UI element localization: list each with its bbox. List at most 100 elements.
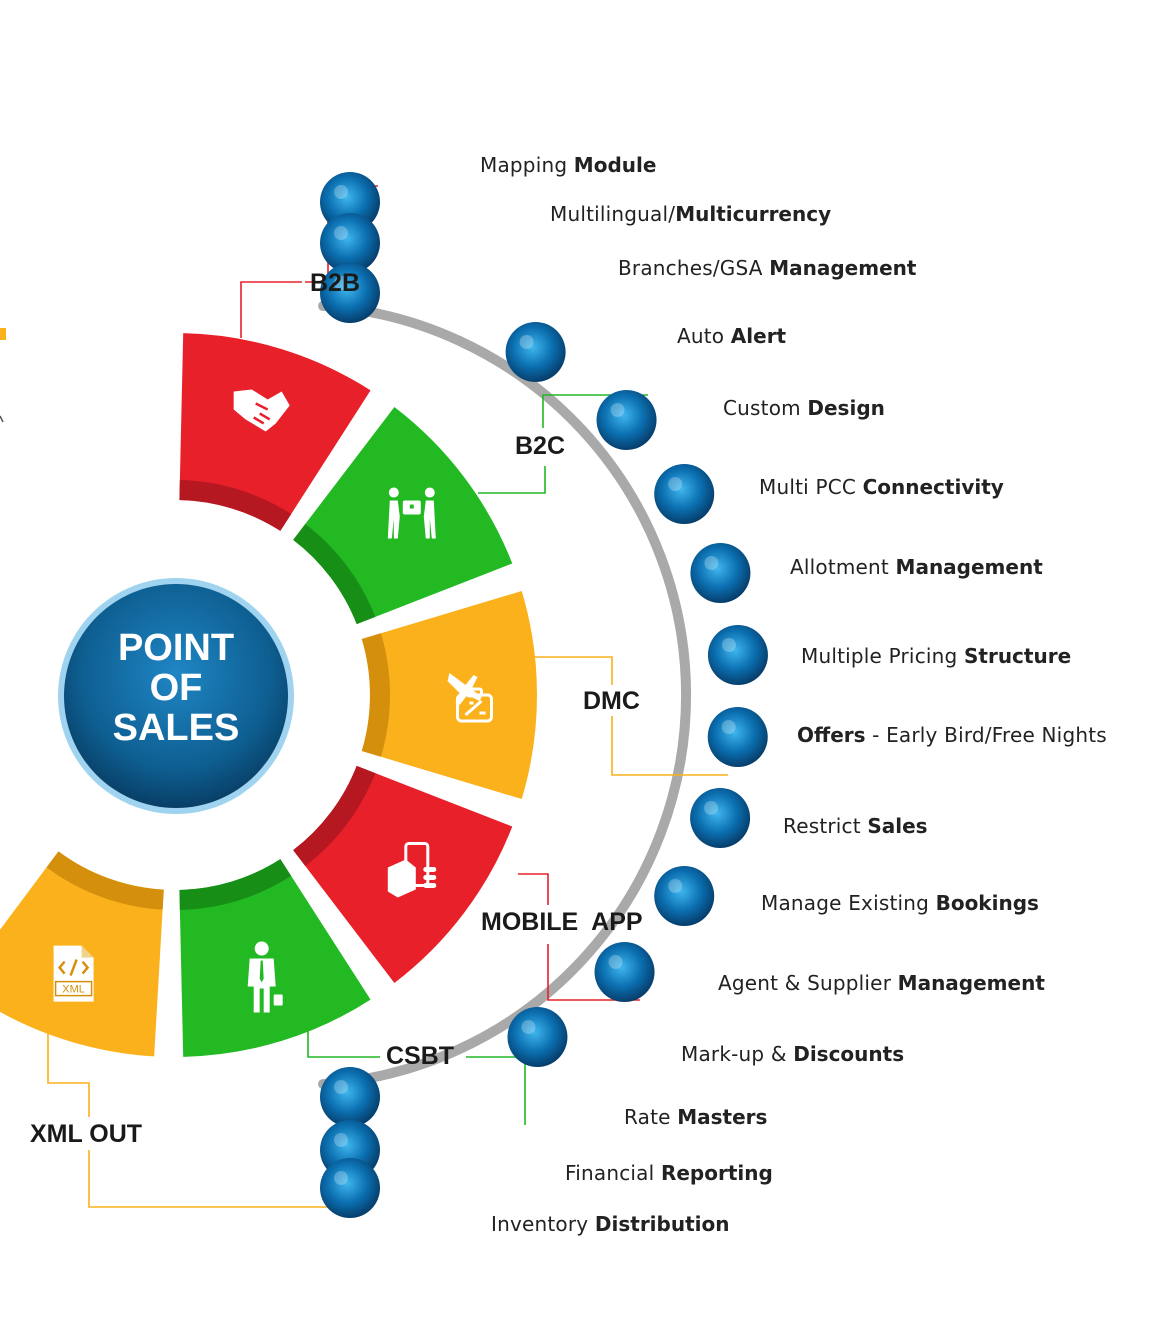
feature-node-highlight (334, 1133, 348, 1147)
feature-node-highlight (721, 638, 736, 652)
center-title-line-2: OF (149, 667, 203, 709)
feature-node (596, 390, 657, 450)
connector-csbt-segment (307, 1030, 380, 1058)
feature-node (707, 625, 768, 685)
feature-node-highlight (668, 879, 683, 893)
feature-node (320, 1067, 380, 1127)
feature-node-highlight (334, 185, 348, 199)
connector-dmc-segment (534, 656, 613, 685)
segment-dmc-inner-band (361, 633, 390, 757)
edge-tick-mark (0, 415, 4, 423)
segment-label-xml-out: XML OUT (30, 1120, 143, 1148)
feature-node-highlight (704, 801, 719, 815)
feature-node-ball (690, 788, 751, 848)
feature-node (320, 172, 380, 232)
people-exchange-icon (387, 487, 436, 539)
feature-label: Multi PCC Connectivity (759, 475, 1004, 499)
segment-csbt-fill (179, 859, 371, 1057)
feature-node-ball (320, 1158, 380, 1218)
feature-label: Allotment Management (790, 555, 1043, 579)
connector-mobile-segment (518, 873, 549, 905)
feature-node-ball (320, 1067, 380, 1127)
segment-b2c-inner-band (293, 523, 376, 625)
segment-label-csbt: CSBT (386, 1042, 455, 1070)
feature-node-ball (707, 707, 768, 767)
plane-luggage-icon (447, 673, 493, 723)
feature-node-ball (707, 625, 768, 685)
connector-dmc-arc (611, 716, 728, 776)
feature-node-ball (654, 866, 715, 926)
segment-xml-out: XML (0, 851, 164, 1057)
xml-file-icon: XML (53, 945, 94, 1002)
feature-label: Mapping Module (480, 153, 657, 177)
connector-b2c-segment (478, 466, 546, 494)
segment-label-dmc: DMC (583, 687, 640, 715)
feature-node (320, 263, 380, 323)
segment-dmc-fill (361, 590, 537, 800)
segment-label-b2b: B2B (310, 269, 361, 297)
feature-node-highlight (668, 477, 683, 491)
feature-label: Multilingual/Multicurrency (550, 202, 832, 226)
feature-label: Auto Alert (677, 324, 787, 348)
segment-csbt-inner-band (179, 859, 292, 910)
feature-node-highlight (334, 1080, 348, 1094)
feature-node-highlight (521, 1020, 536, 1034)
feature-node (690, 543, 751, 603)
segment-b2b-fill (179, 333, 371, 531)
feature-node-highlight (519, 335, 534, 349)
feature-node-ball (320, 263, 380, 323)
segment-dmc (361, 590, 537, 800)
feature-node (320, 213, 380, 273)
segment-mobile-app-inner-band (293, 765, 376, 867)
feature-node-ball (594, 942, 655, 1002)
center-title-line-3: SALES (112, 707, 240, 749)
feature-label: Financial Reporting (565, 1161, 773, 1185)
feature-node (505, 322, 566, 382)
edge-accent-mark (0, 328, 6, 340)
handshake-icon (233, 389, 290, 432)
features-arc (318, 300, 692, 1090)
feature-node-highlight (610, 403, 625, 417)
feature-label: Rate Masters (624, 1105, 768, 1129)
segment-b2b (179, 333, 371, 531)
segment-label-b2c: B2C (515, 432, 566, 460)
feature-node (507, 1007, 568, 1067)
feature-node-ball (690, 543, 751, 603)
feature-node (594, 942, 655, 1002)
feature-label: Mark-up & Discounts (681, 1042, 905, 1066)
connector-b2b-segment (240, 281, 302, 338)
feature-node-highlight (704, 556, 719, 570)
connector-csbt-arc (466, 1056, 526, 1125)
feature-node-ball (596, 390, 657, 450)
segment-b2c (293, 407, 513, 625)
feature-node (654, 464, 715, 524)
feature-node (690, 788, 751, 848)
feature-node-ball (320, 213, 380, 273)
connector-mobile-arc (547, 944, 640, 1001)
connector-xml-arc (88, 1150, 352, 1208)
businessman-icon (247, 941, 283, 1013)
feature-label: Restrict Sales (783, 814, 928, 838)
feature-node-ball (507, 1007, 568, 1067)
feature-node-highlight (334, 226, 348, 240)
feature-node-ball (505, 322, 566, 382)
feature-node-ball (320, 172, 380, 232)
feature-node (654, 866, 715, 926)
feature-label: Branches/GSA Management (618, 256, 917, 280)
segment-label-mobile-app: MOBILE APP (481, 908, 643, 936)
segment-csbt (179, 859, 371, 1057)
feature-node (707, 707, 768, 767)
segment-xml-out-inner-band (46, 851, 164, 910)
hand-phone-icon (387, 841, 437, 898)
feature-node-ball (654, 464, 715, 524)
center-title: POINT OF SALES (66, 628, 286, 748)
feature-label: Inventory Distribution (491, 1212, 730, 1236)
feature-label: Manage Existing Bookings (761, 891, 1039, 915)
feature-node-highlight (721, 720, 736, 734)
feature-label: Multiple Pricing Structure (801, 644, 1072, 668)
connector-xml-segment (47, 1028, 90, 1117)
center-circle (64, 584, 288, 808)
feature-label: Custom Design (723, 396, 885, 420)
